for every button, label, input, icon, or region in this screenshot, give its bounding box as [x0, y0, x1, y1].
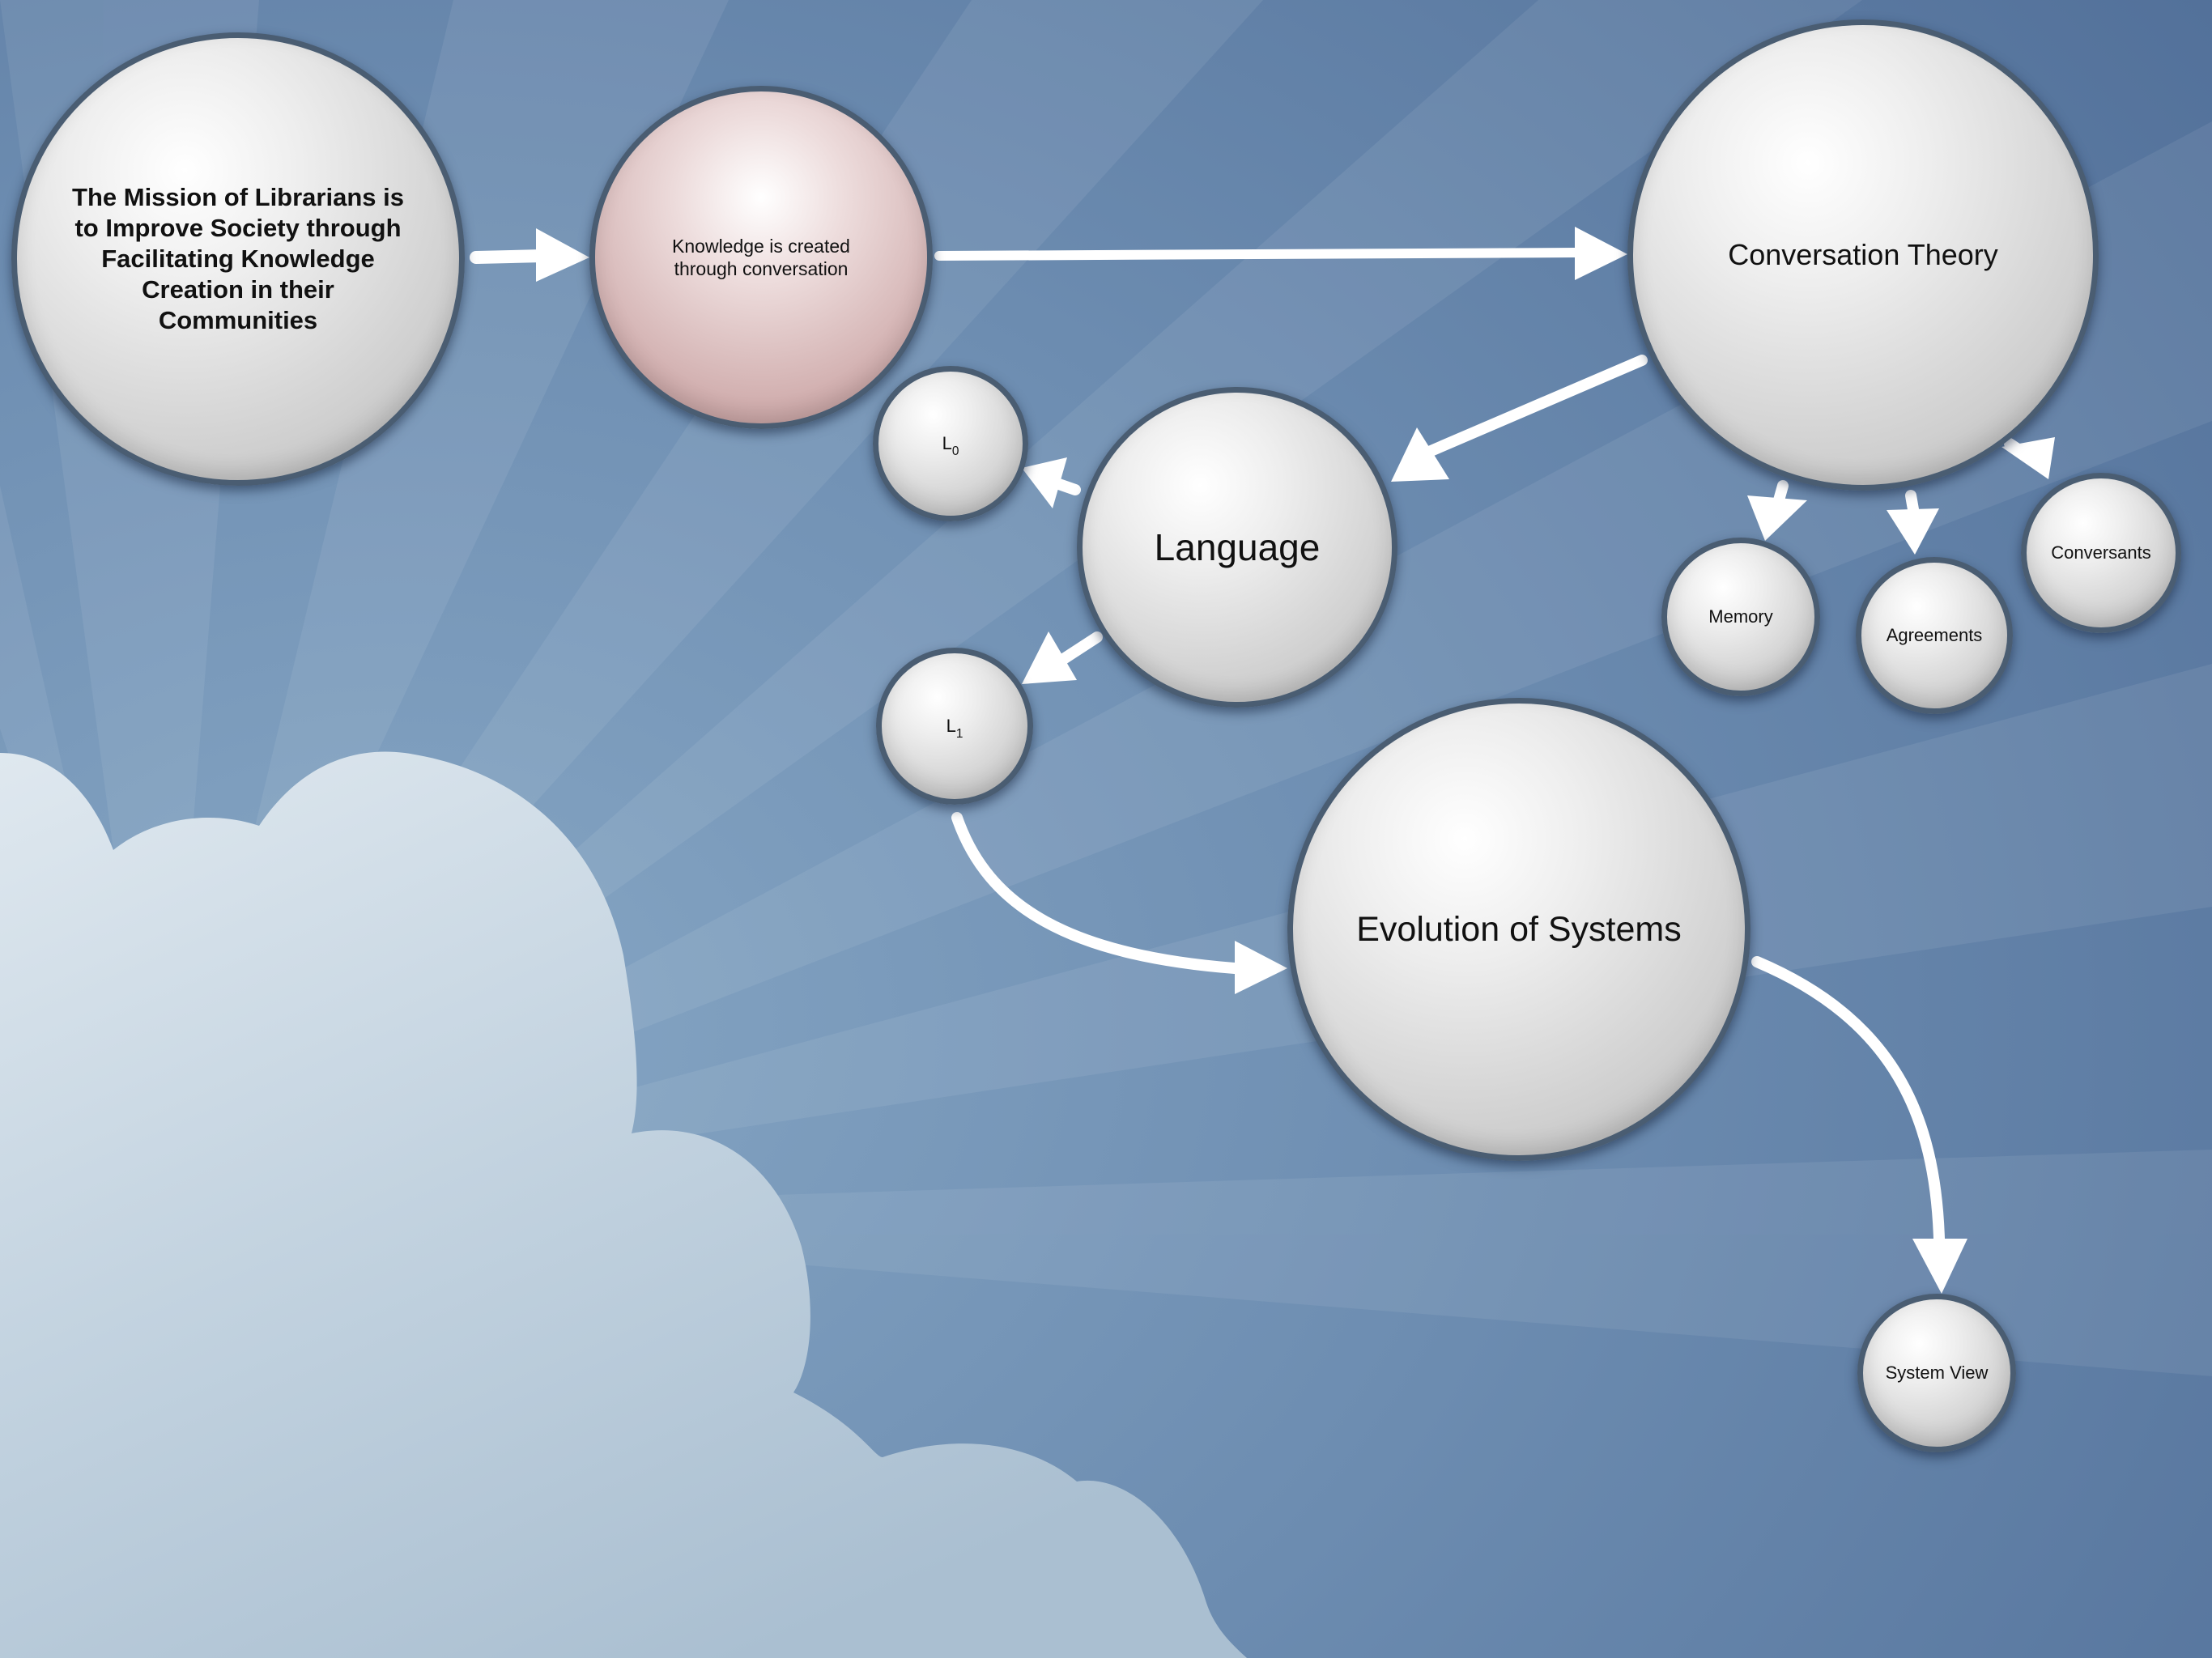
node-agreements-label: Agreements [1886, 624, 1983, 645]
node-l0-base: L [942, 432, 952, 453]
node-l0-label: L0 [942, 432, 959, 458]
node-l1-label: L1 [946, 715, 963, 741]
node-l1-subscript: 1 [955, 726, 963, 741]
node-conversants[interactable]: Conversants [2021, 473, 2181, 633]
node-evolution-label: Evolution of Systems [1356, 909, 1682, 949]
node-evolution[interactable]: Evolution of Systems [1287, 698, 1750, 1161]
node-memory[interactable]: Memory [1661, 538, 1820, 696]
node-system-view[interactable]: System View [1857, 1294, 2016, 1452]
node-l1-base: L [946, 715, 956, 736]
node-knowledge-label: Knowledge is created through conversatio… [672, 235, 850, 279]
node-l0[interactable]: L0 [873, 366, 1028, 521]
node-memory-label: Memory [1708, 606, 1773, 627]
node-conversation-theory-label: Conversation Theory [1728, 238, 1998, 272]
node-agreements[interactable]: Agreements [1856, 557, 2013, 714]
node-language[interactable]: Language [1077, 387, 1397, 708]
node-language-label: Language [1154, 525, 1321, 568]
node-mission-label: The Mission of Librarians is to Improve … [72, 183, 404, 334]
node-system-view-label: System View [1885, 1362, 1989, 1383]
node-l0-subscript: 0 [951, 444, 959, 458]
node-mission[interactable]: The Mission of Librarians is to Improve … [11, 32, 465, 486]
connectors [470, 227, 2055, 1294]
node-conversation-theory[interactable]: Conversation Theory [1627, 19, 2099, 491]
node-knowledge[interactable]: Knowledge is created through conversatio… [589, 86, 933, 429]
node-l1[interactable]: L1 [876, 648, 1033, 805]
cloud [0, 751, 1247, 1658]
node-conversants-label: Conversants [2051, 542, 2151, 563]
